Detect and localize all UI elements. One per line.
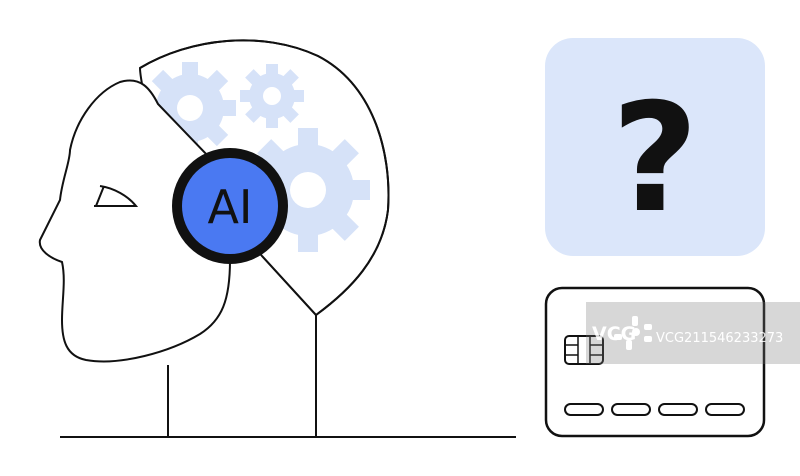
- ai-badge-label: AI: [207, 180, 252, 234]
- gear-icon: [240, 64, 304, 128]
- robot-head-icon: AI: [38, 39, 390, 437]
- question-mark-icon: ?: [611, 72, 698, 246]
- watermark-mark-icon: [614, 316, 652, 350]
- eye-icon: [94, 185, 139, 207]
- card-number-group-1: [564, 403, 604, 416]
- card-number-group-3: [658, 403, 698, 416]
- watermark: VCG VCG211546233273: [586, 302, 800, 364]
- card-number-group-2: [611, 403, 651, 416]
- chip-icon: [564, 335, 604, 365]
- credit-card-icon: [544, 286, 766, 438]
- watermark-id: VCG211546233273: [656, 331, 783, 346]
- head-divider: [261, 255, 317, 316]
- credit-card-body: [544, 286, 766, 438]
- ai-badge-icon: AI: [172, 148, 288, 264]
- question-card-background: [545, 38, 765, 256]
- watermark-logo: VCG: [592, 323, 636, 345]
- question-card: ?: [545, 38, 765, 256]
- card-number-group-4: [705, 403, 745, 416]
